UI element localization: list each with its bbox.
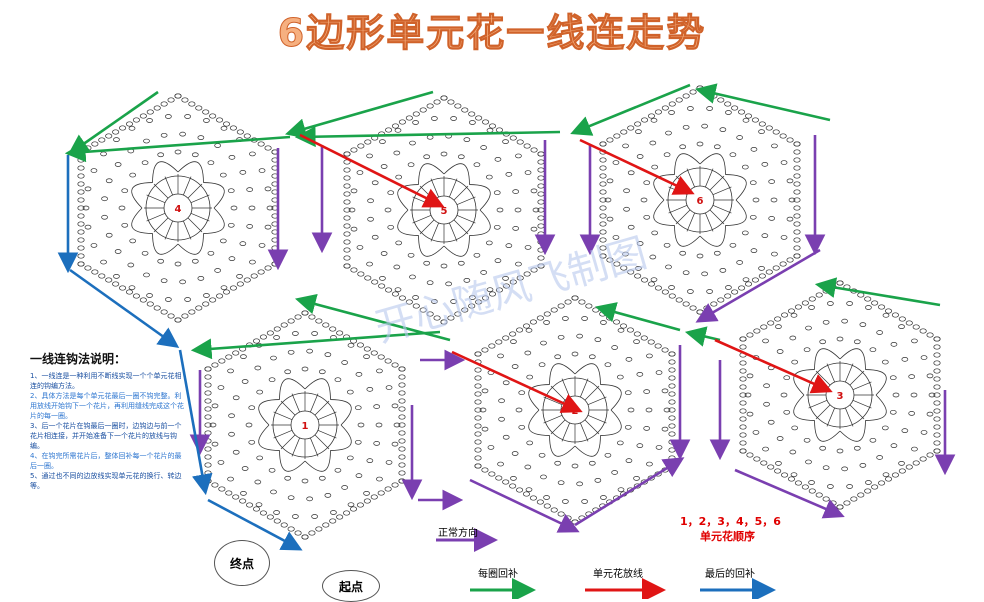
explanation-panel: 一线连钩法说明： 1、一线连是一种利用不断线实现一个个单元花相连的钩编方法。 2… <box>30 350 188 491</box>
motif-number: 1 <box>302 421 309 432</box>
red-arrow <box>451 350 583 413</box>
red-arrow <box>579 138 695 195</box>
legend-normal-label: 正常方向 <box>438 528 478 539</box>
start-point-bubble: 起点 <box>322 570 380 602</box>
order-label: 单元花顺序 <box>700 530 755 543</box>
motif-number: 5 <box>441 206 448 217</box>
explanation-item-1: 1、一线连是一种利用不断线实现一个个单元花相连的钩编方法。 <box>30 372 182 390</box>
explanation-heading: 一线连钩法说明： <box>30 352 127 366</box>
purple-arrow <box>695 248 821 323</box>
explanation-item-3: 3、后一个花片在钩最后一圈时，边钩边与前一个花片相连接，并开始准备下一个花片的放… <box>30 422 182 450</box>
order-numbers: 1，2，3，4，5，6 <box>680 515 781 528</box>
green-arrow <box>294 293 451 342</box>
purple-arrow <box>469 478 580 533</box>
explanation-item-2: 2、具体方法是每个单元花最后一圈不钩完整。利用放线开始钩下一个花片，再利用缝线完… <box>30 392 184 420</box>
green-arrow <box>684 326 721 347</box>
end-point-label: 终点 <box>229 556 254 571</box>
motif-number: 4 <box>175 204 182 215</box>
motif-6: 6 <box>599 85 801 315</box>
purple-arrow <box>734 468 845 519</box>
motif-1: 1 <box>204 310 406 540</box>
page-title: 6边形单元花一线连走势 <box>277 11 707 56</box>
motif-4: 4 <box>77 93 279 323</box>
green-arrow <box>570 83 691 136</box>
blue-arrow <box>207 498 303 551</box>
legend-blue-label: 最后的回补 <box>705 569 755 580</box>
green-arrow <box>67 90 159 155</box>
green-arrow <box>814 277 941 307</box>
green-arrow <box>594 302 681 332</box>
blue-arrow <box>69 268 180 349</box>
legend-green-label: 每圈回补 <box>478 569 518 580</box>
purple-arrow <box>574 457 685 527</box>
explanation-item-4: 4、在钩完所需花片后，整体回补每一个花片的最后一圈。 <box>30 452 182 470</box>
green-arrow <box>190 330 441 360</box>
blue-arrow <box>178 349 213 496</box>
end-point-bubble: 终点 <box>214 540 270 586</box>
green-arrow <box>285 90 434 139</box>
motif-number: 6 <box>697 196 704 207</box>
explanation-item-5: 5、通过也不同的边放线实现单元花的换行、转边等。 <box>30 472 182 490</box>
red-arrow <box>299 133 445 208</box>
green-arrow <box>694 83 831 122</box>
motif-3: 3 <box>739 280 941 510</box>
red-arrow <box>714 338 833 394</box>
motif-number: 3 <box>837 391 844 402</box>
start-point-label: 起点 <box>338 579 363 594</box>
legend-red-label: 单元花放线 <box>593 569 643 580</box>
green-arrow <box>294 126 561 148</box>
green-arrow <box>64 135 291 163</box>
